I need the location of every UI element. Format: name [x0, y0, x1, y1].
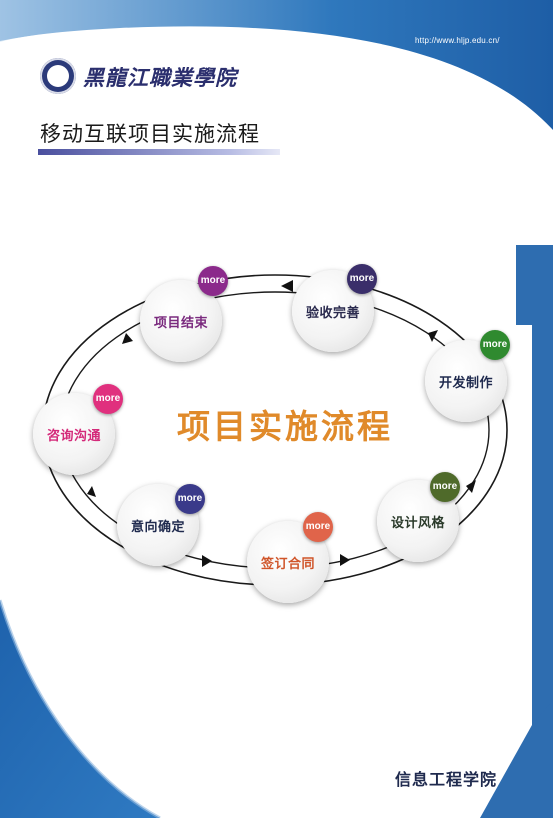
arrow-icon [281, 280, 293, 292]
step-label: 签订合同 [260, 557, 315, 572]
arrow-icon [428, 330, 438, 342]
website-url[interactable]: http://www.hljp.edu.cn/ [415, 36, 500, 45]
arrow-icon [87, 486, 96, 497]
step-label: 咨询沟通 [46, 429, 101, 444]
more-button-acceptance[interactable]: more [347, 264, 377, 294]
footer-department: 信息工程学院 [395, 770, 498, 789]
school-logo [40, 58, 76, 94]
arrow-icon [122, 333, 133, 344]
arrow-icon [340, 554, 350, 566]
more-button-project-end[interactable]: more [198, 266, 228, 296]
step-label: 验收完善 [305, 306, 360, 321]
more-button-intent-confirm[interactable]: more [175, 484, 205, 514]
arrow-icon [202, 555, 212, 567]
more-button-design-style[interactable]: more [430, 472, 460, 502]
step-label: 开发制作 [438, 376, 493, 391]
step-label: 意向确定 [130, 520, 185, 535]
title-underline [38, 149, 280, 155]
step-label: 项目结束 [153, 316, 208, 331]
more-button-development[interactable]: more [480, 330, 510, 360]
page-title: 移动互联项目实施流程 [40, 122, 260, 146]
school-name: 黑龍江職業學院 [83, 65, 237, 90]
step-label: 设计风格 [390, 516, 445, 531]
more-button-consultation[interactable]: more [93, 384, 123, 414]
more-button-sign-contract[interactable]: more [303, 512, 333, 542]
arrow-icon [466, 480, 476, 493]
center-title: 项目实施流程 [177, 407, 393, 446]
